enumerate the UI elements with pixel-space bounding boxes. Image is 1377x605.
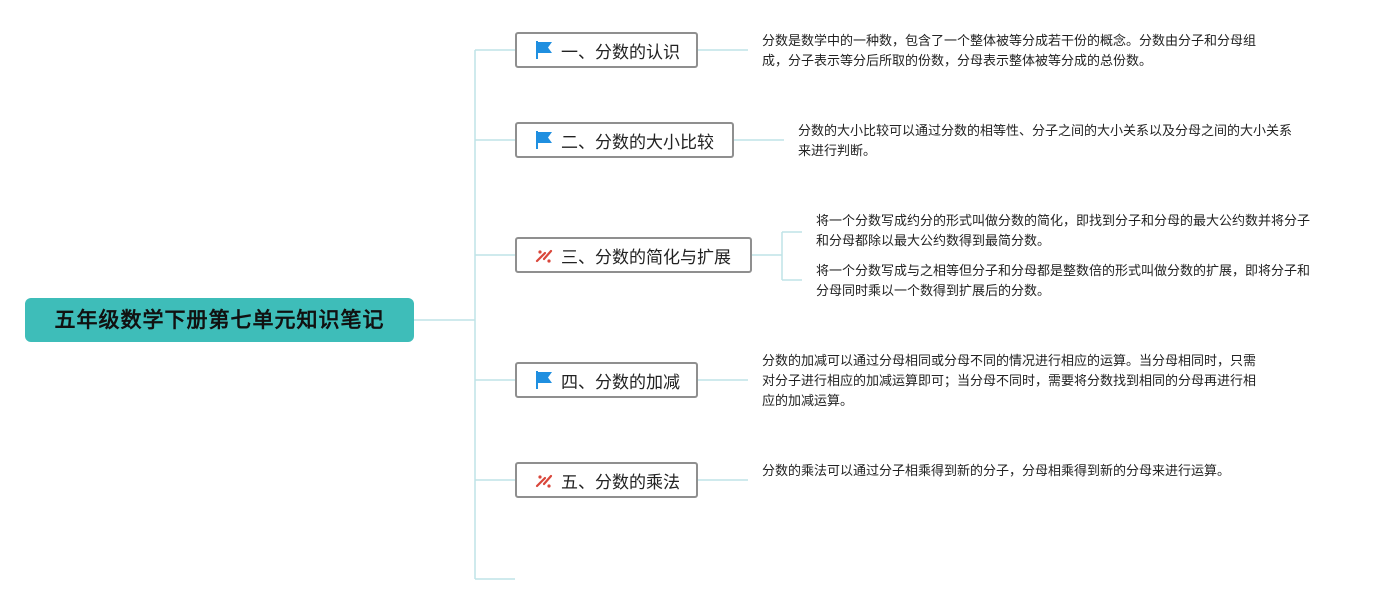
topic-5-note: 分数的乘法可以通过分子相乘得到新的分子，分母相乘得到新的分母来进行运算。 (762, 464, 1231, 479)
topic-node-4[interactable]: 四、分数的加减 (515, 362, 698, 398)
topic-label: 四、分数的加减 (561, 372, 680, 393)
topic-1-note: 分数是数学中的一种数，包含了一个整体被等分成若干份的概念。分数由分子和分母组成，… (762, 34, 1257, 69)
topic-node-5[interactable]: 五、分数的乘法 (515, 462, 698, 498)
note-connector (752, 231, 802, 281)
topic-label: 三、分数的简化与扩展 (561, 247, 731, 268)
topic-2-note: 分数的大小比较可以通过分数的相等性、分子之间的大小关系以及分母之间的大小关系来进… (798, 124, 1293, 159)
root-node[interactable]: 五年级数学下册第七单元知识笔记 (25, 298, 414, 342)
topic-3-note-2: 将一个分数写成与之相等但分子和分母都是整数倍的形式叫做分数的扩展，即将分子和分母… (816, 264, 1311, 299)
topic-node-2[interactable]: 二、分数的大小比较 (515, 122, 734, 158)
flag-icon (536, 131, 552, 149)
topic-node-1[interactable]: 一、分数的认识 (515, 32, 698, 68)
topic-label: 二、分数的大小比较 (561, 132, 714, 153)
topic-label: 一、分数的认识 (561, 42, 680, 63)
tools-icon (535, 474, 553, 488)
topic-node-3[interactable]: 三、分数的简化与扩展 (515, 237, 752, 273)
flag-icon (536, 41, 552, 59)
topic-4-note: 分数的加减可以通过分母相同或分母不同的情况进行相应的运算。当分母相同时，只需对分… (762, 354, 1257, 409)
topic-label: 五、分数的乘法 (561, 472, 680, 493)
tools-icon (535, 249, 553, 263)
topic-3-note-1: 将一个分数写成约分的形式叫做分数的简化，即找到分子和分母的最大公约数并将分子和分… (816, 214, 1311, 249)
flag-icon (536, 371, 552, 389)
